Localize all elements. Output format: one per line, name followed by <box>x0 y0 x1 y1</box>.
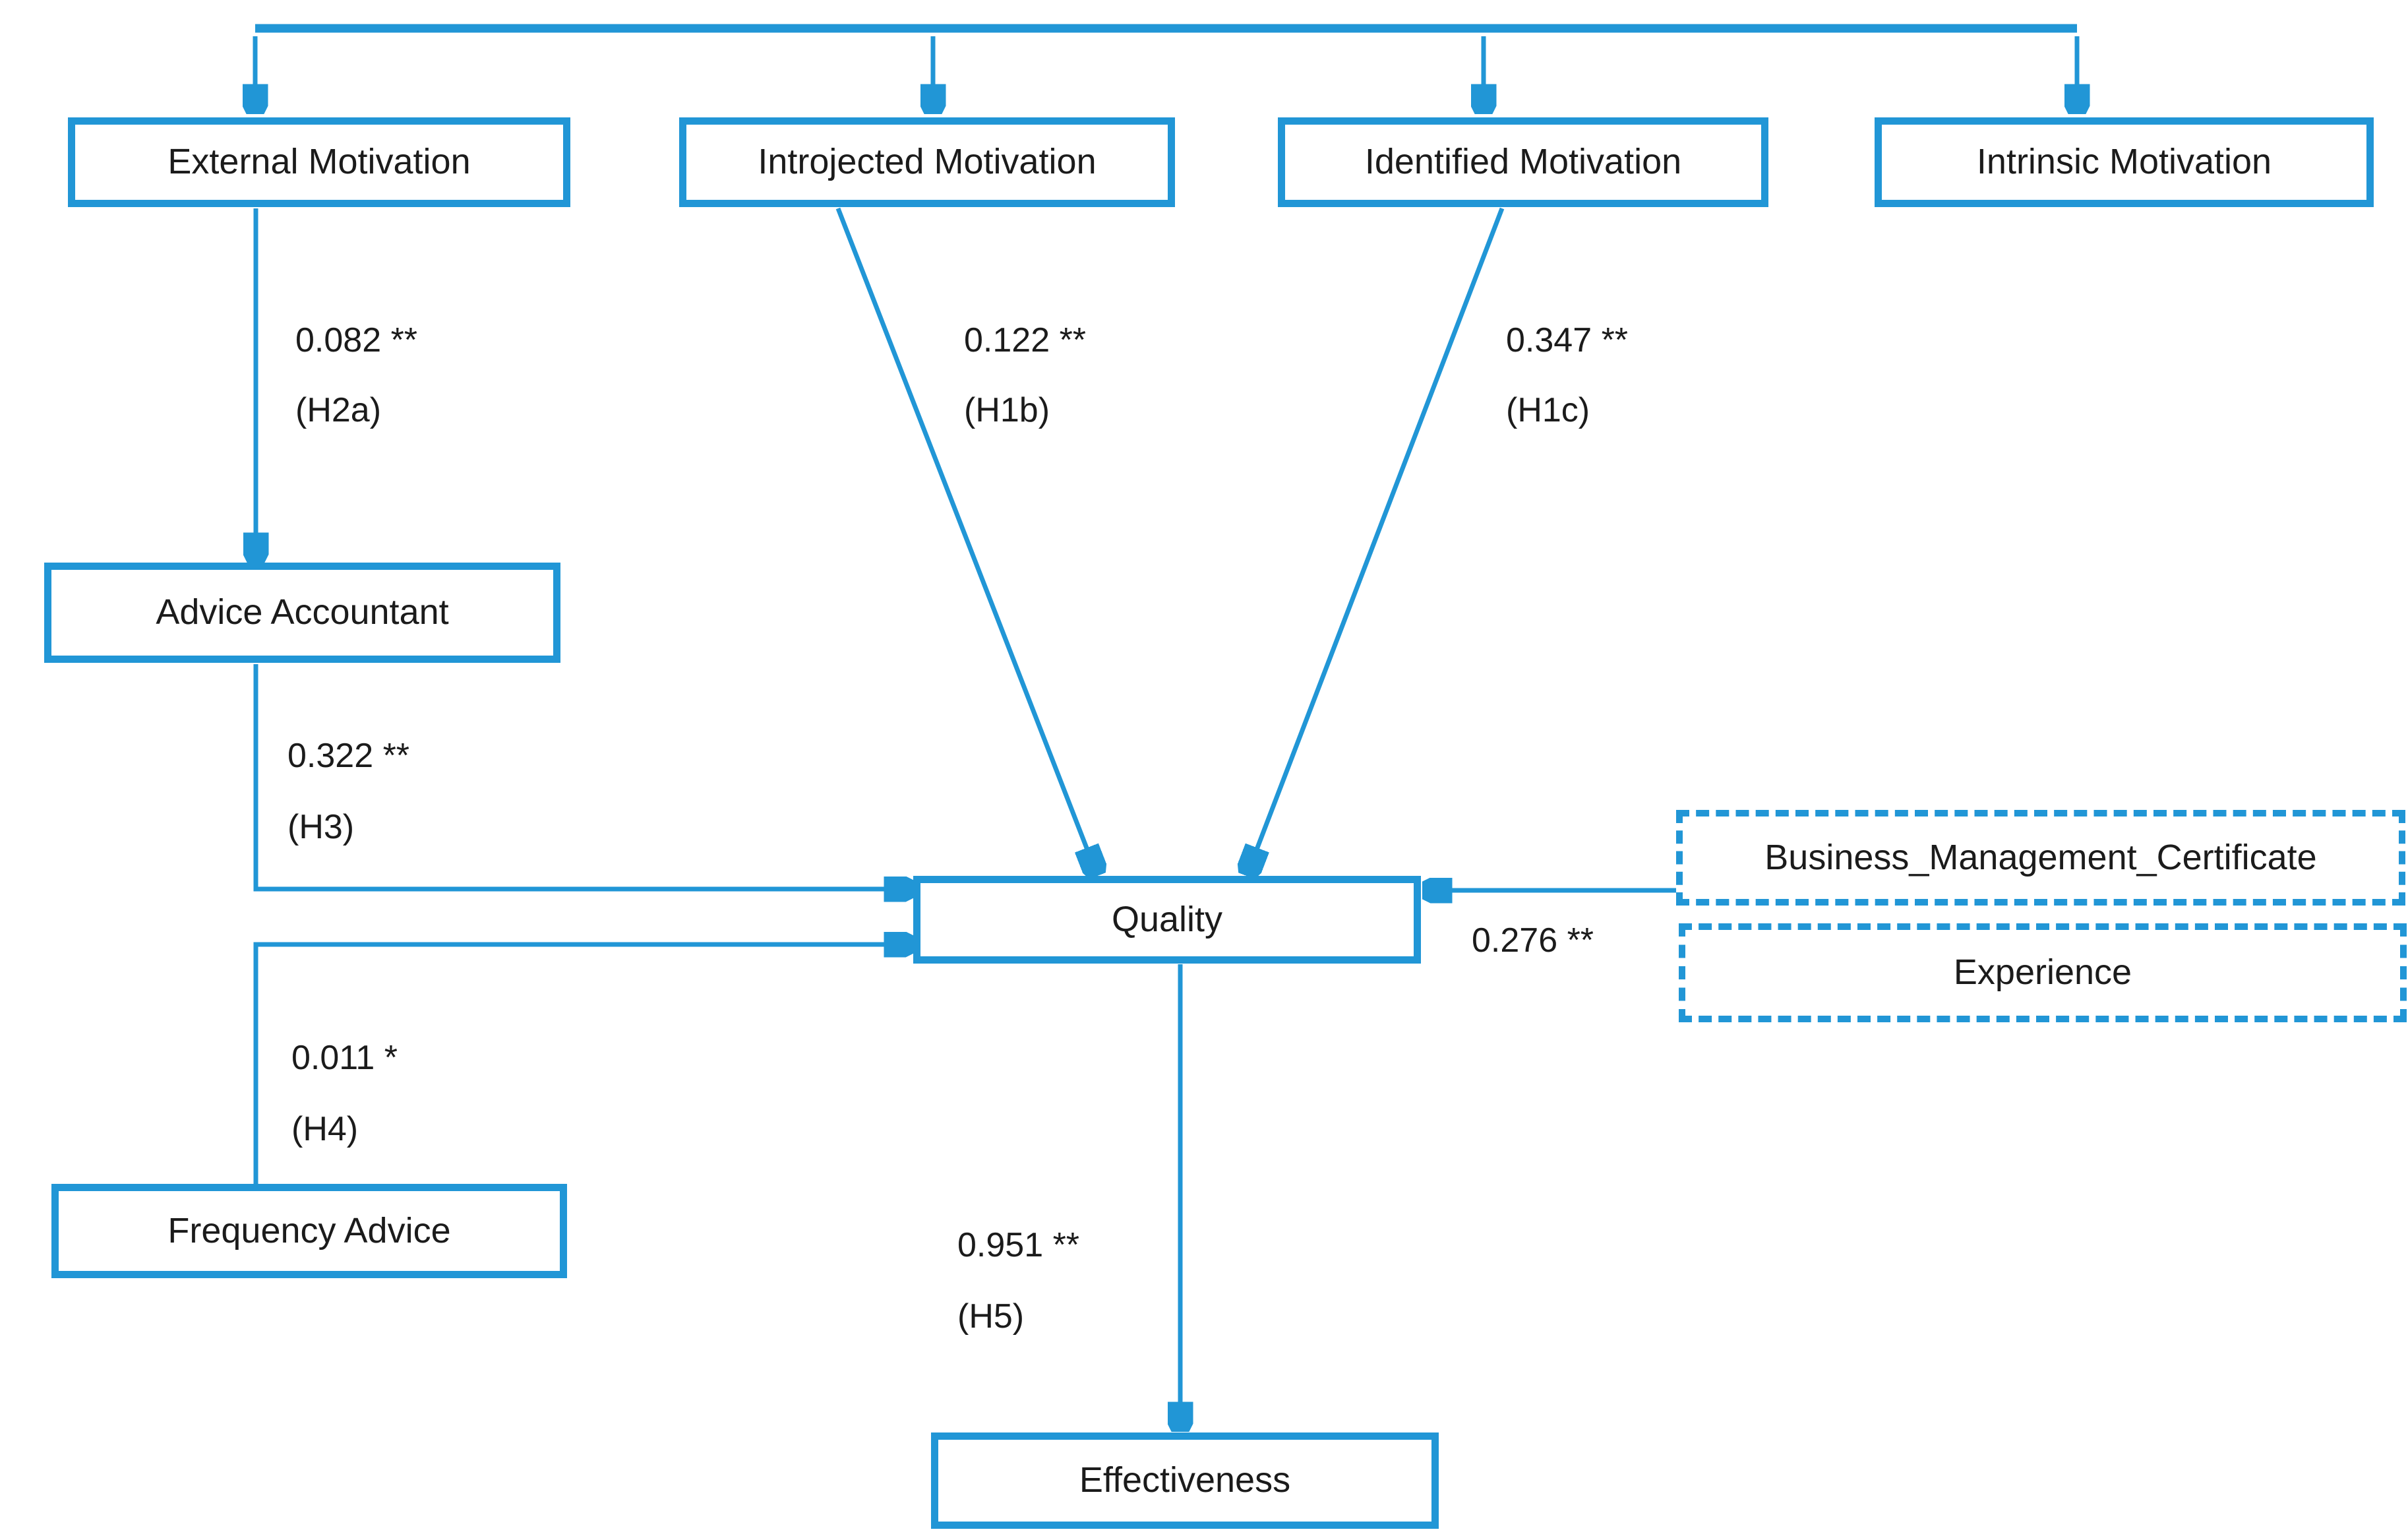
node-advice-accountant: Advice Accountant <box>44 563 560 663</box>
node-effectiveness-label: Effectiveness <box>1079 1460 1291 1500</box>
node-introjected-motivation: Introjected Motivation <box>679 117 1175 207</box>
node-advice-accountant-label: Advice Accountant <box>156 592 449 632</box>
path-hypothesis-h4: (H4) <box>291 1110 359 1148</box>
path-hypothesis-h3: (H3) <box>287 808 355 846</box>
arrow-introjected-to-quality <box>835 207 1094 867</box>
node-identified-motivation: Identified Motivation <box>1278 117 1768 207</box>
path-coefficient-moderator: 0.276 ** <box>1472 921 1594 960</box>
path-coefficient-h1c: 0.347 ** <box>1506 321 1629 359</box>
node-effectiveness: Effectiveness <box>931 1432 1439 1529</box>
path-coefficient-h3: 0.322 ** <box>287 737 410 775</box>
node-external-motivation: External Motivation <box>68 117 570 207</box>
path-coefficient-h5: 0.951 ** <box>957 1226 1080 1264</box>
path-hypothesis-h1b: (H1b) <box>964 391 1050 429</box>
node-quality-label: Quality <box>1111 899 1223 939</box>
node-business-management-certificate: Business_Management_Certificate <box>1676 810 2405 906</box>
node-frequency-advice: Frequency Advice <box>51 1184 567 1278</box>
node-quality: Quality <box>913 876 1421 964</box>
node-intrinsic-motivation: Intrinsic Motivation <box>1875 117 2374 207</box>
path-coefficient-h2a: 0.082 ** <box>295 321 418 359</box>
arrow-advice-accountant-to-quality <box>253 664 904 889</box>
path-hypothesis-h5: (H5) <box>957 1297 1025 1336</box>
node-experience-label: Experience <box>1953 952 2132 993</box>
path-coefficient-h1b: 0.122 ** <box>964 321 1087 359</box>
path-coefficient-h4: 0.011 * <box>291 1039 398 1077</box>
node-business-management-certificate-label: Business_Management_Certificate <box>1764 837 2317 877</box>
node-frequency-advice-label: Frequency Advice <box>167 1210 451 1250</box>
arrow-frequency-advice-to-quality <box>253 944 904 1184</box>
node-intrinsic-motivation-label: Intrinsic Motivation <box>1976 142 2272 182</box>
arrow-identified-to-quality <box>1250 207 1505 867</box>
node-experience: Experience <box>1679 923 2407 1022</box>
path-hypothesis-h1c: (H1c) <box>1506 391 1590 429</box>
node-identified-motivation-label: Identified Motivation <box>1364 142 1682 182</box>
node-external-motivation-label: External Motivation <box>167 142 471 182</box>
node-introjected-motivation-label: Introjected Motivation <box>758 142 1097 182</box>
path-hypothesis-h2a: (H2a) <box>295 391 382 429</box>
